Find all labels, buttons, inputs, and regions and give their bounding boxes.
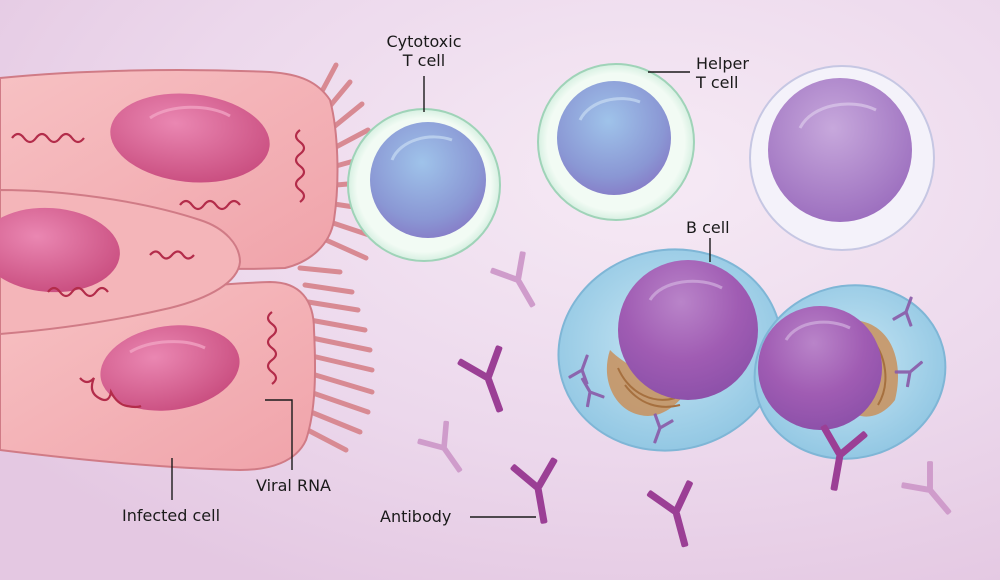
b-cell (557, 248, 783, 452)
label-b-cell: B cell (686, 218, 730, 237)
label-helper-t-cell: Helper T cell (696, 54, 749, 92)
label-infected-cell: Infected cell (122, 506, 221, 525)
cytotoxic-t-cell (347, 108, 501, 262)
label-antibody: Antibody (380, 507, 452, 526)
label-line: T cell (402, 51, 446, 70)
label-line: Helper (696, 54, 749, 73)
nucleus (0, 207, 120, 293)
leader-line (171, 71, 711, 518)
viral-rna-icon (11, 129, 306, 409)
label-line: Cytotoxic (386, 32, 462, 51)
label-viral-rna: Viral RNA (256, 476, 331, 495)
helper-t-cell (537, 63, 695, 221)
infected-cells (0, 62, 377, 472)
lymphocyte-cell (749, 65, 935, 251)
label-line: T cell (696, 73, 739, 92)
label-cytotoxic-t-cell: Cytotoxic T cell (376, 32, 472, 70)
b-cell-second (753, 284, 947, 460)
